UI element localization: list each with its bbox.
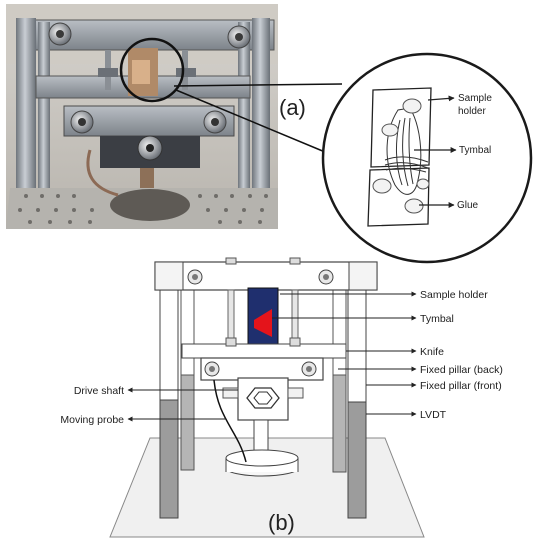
zoom-label-sample-holder-2: holder bbox=[458, 106, 486, 117]
zoom-connector-bottom bbox=[175, 89, 326, 153]
schematic-apparatus bbox=[109, 257, 425, 538]
zoom-label-tymbal: Tymbal bbox=[459, 145, 491, 156]
zoom-inset: Sample holder Tymbal Glue bbox=[321, 52, 533, 264]
zoom-connector-top bbox=[173, 83, 343, 87]
label-fixed-pillar-front: Fixed pillar (front) bbox=[420, 380, 502, 392]
schematic-leaders bbox=[127, 291, 417, 422]
label-fixed-pillar-back: Fixed pillar (back) bbox=[420, 364, 503, 376]
panel-b-label: (b) bbox=[268, 510, 295, 535]
label-drive-shaft: Drive shaft bbox=[74, 385, 124, 397]
tymbal-shape bbox=[254, 309, 272, 337]
highlight-circle bbox=[119, 37, 185, 103]
label-knife: Knife bbox=[420, 346, 444, 358]
label-sample-holder: Sample holder bbox=[420, 289, 488, 301]
panel-a-label: (a) bbox=[279, 95, 306, 120]
label-lvdt: LVDT bbox=[420, 409, 447, 421]
label-tymbal: Tymbal bbox=[420, 313, 454, 325]
zoom-label-glue: Glue bbox=[457, 200, 479, 211]
zoom-label-sample-holder-1: Sample bbox=[458, 93, 492, 104]
label-moving-probe: Moving probe bbox=[60, 414, 124, 426]
photo-apparatus bbox=[6, 4, 278, 229]
